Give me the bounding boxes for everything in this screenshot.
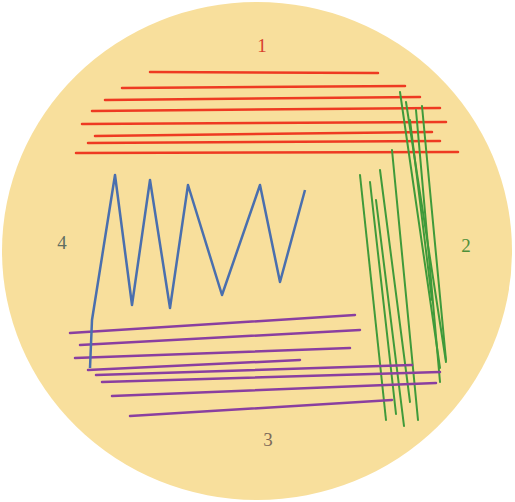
section-number: 1 [257, 36, 267, 55]
section-number: 4 [57, 233, 67, 252]
section-number: 3 [263, 430, 273, 449]
streak-3 [70, 315, 440, 416]
streak-4 [90, 175, 305, 368]
streak-1 [76, 72, 458, 153]
streak-2 [360, 92, 446, 426]
section-number: 2 [461, 236, 471, 255]
